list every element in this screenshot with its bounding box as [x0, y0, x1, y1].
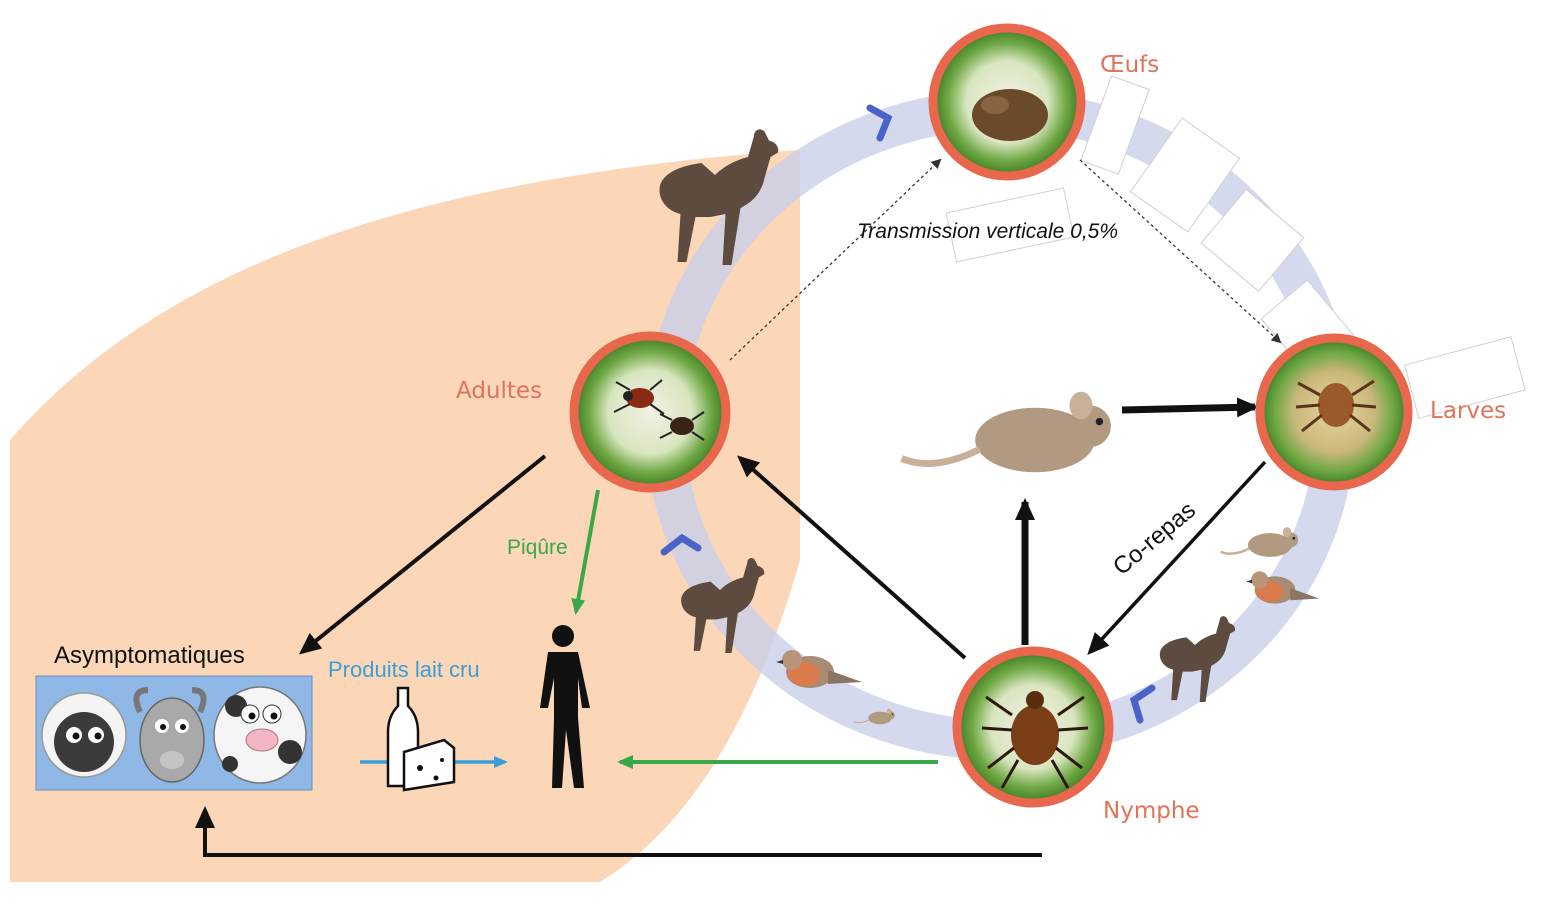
- arrow-larvae-to-nymph: [1087, 460, 1267, 655]
- sheep-icon: [41, 692, 127, 778]
- stage-larvae: [1255, 333, 1413, 491]
- arrow-adults-to-asymptomatic: [298, 454, 547, 655]
- larva-tick-icon: [1295, 379, 1377, 433]
- stage-nymph: [952, 646, 1114, 808]
- adult-ticks-icon: [613, 379, 705, 441]
- stage-adults: [569, 331, 731, 493]
- livestock-panel: [35, 675, 313, 791]
- goat-icon: [133, 687, 207, 783]
- mouse-icon: [1219, 525, 1300, 559]
- stage-eggs: [928, 23, 1086, 181]
- arrow-nymph-to-asymptomatic: [195, 806, 1042, 857]
- arrow-mouse-to-larvae: [1121, 397, 1259, 418]
- raw-milk-label: Produits lait cru: [328, 657, 480, 682]
- chevron-left-icon: [660, 533, 702, 556]
- asymptomatic-label: Asymptomatiques: [54, 642, 245, 669]
- stage-label-larvae: Larves: [1430, 398, 1507, 424]
- mouse-icon: [902, 392, 1111, 473]
- arrow-adults-bite-human: [571, 489, 600, 615]
- stage-label-adults: Adultes: [456, 378, 543, 404]
- stage-label-eggs: Œufs: [1100, 52, 1160, 78]
- stage-label-nymph: Nymphe: [1103, 798, 1200, 824]
- chevron-right-icon: [1129, 684, 1156, 724]
- arrow-nymph-to-adults: [737, 455, 967, 660]
- tick-eggs-icon: [972, 89, 1048, 141]
- bite-label: Piqûre: [507, 536, 568, 559]
- cheese-icon: [402, 738, 456, 792]
- chevron-top-icon: [866, 104, 893, 142]
- nymph-tick-icon: [981, 691, 1089, 789]
- cow-icon: [213, 686, 307, 784]
- human-silhouette-icon: [540, 625, 590, 788]
- vertical-transmission-label: Transmission verticale 0,5%: [857, 220, 1119, 243]
- vertical-transmission-arrow-1: [729, 158, 942, 361]
